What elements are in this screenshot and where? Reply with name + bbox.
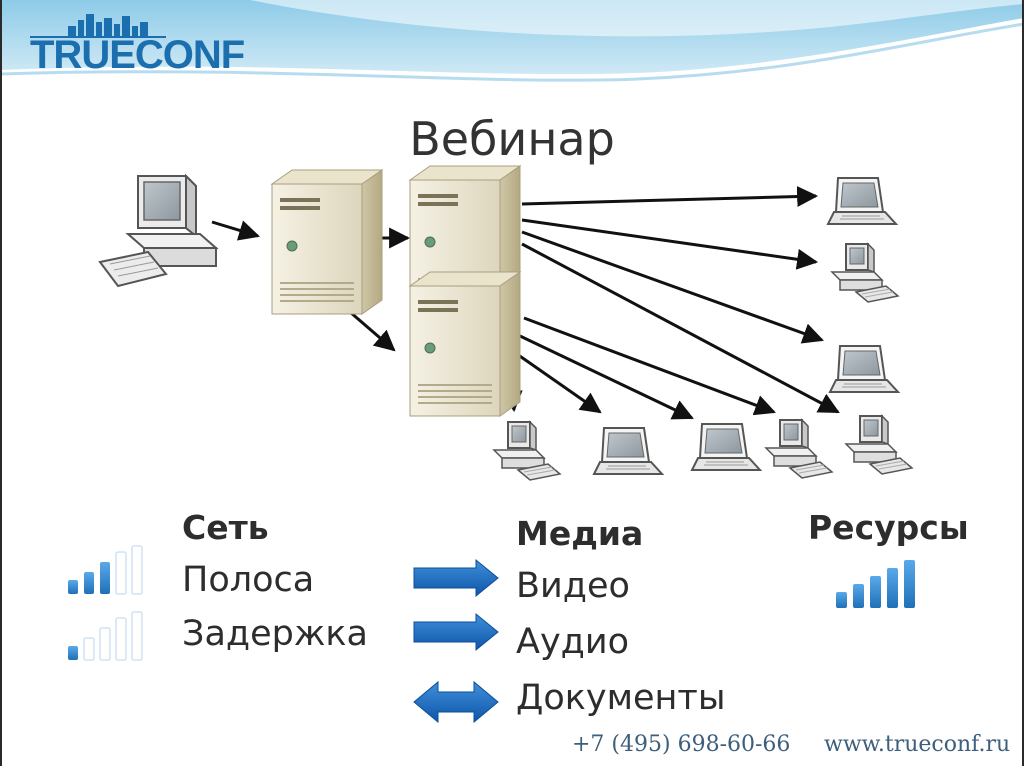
connection-arrow	[350, 312, 394, 350]
server-icon	[272, 170, 382, 314]
network-item-latency: Задержка	[182, 614, 368, 654]
arrow-both-icon	[414, 682, 498, 722]
brand-logo: TRUECONF	[30, 33, 244, 78]
connection-arrow	[514, 352, 600, 412]
media-item-audio: Аудио	[516, 622, 629, 662]
laptop-icon	[828, 178, 896, 224]
media-header: Медиа	[516, 514, 643, 553]
network-item-bandwidth: Полоса	[182, 560, 314, 600]
resources-signal-icon	[836, 560, 915, 608]
arrow-right-icon	[414, 614, 498, 650]
connection-arrow	[522, 220, 816, 262]
media-item-documents: Документы	[516, 678, 725, 718]
connection-arrow	[522, 196, 816, 204]
laptop-icon	[594, 428, 662, 474]
server-icon	[410, 272, 520, 416]
media-item-video: Видео	[516, 566, 630, 606]
workstation-icon	[832, 244, 898, 302]
page-title: Вебинар	[0, 112, 1024, 166]
network-latency-signal-icon	[68, 612, 142, 660]
source-workstation-icon	[100, 176, 216, 286]
arrow-right-icon	[414, 560, 498, 596]
network-bandwidth-signal-icon	[68, 546, 142, 594]
resources-header: Ресурсы	[808, 508, 969, 547]
workstation-icon	[494, 422, 560, 480]
footer-phone: +7 (495) 698-60-66	[572, 732, 790, 757]
connection-arrow	[212, 222, 258, 236]
laptop-icon	[692, 424, 760, 470]
laptop-icon	[830, 346, 898, 392]
workstation-icon	[846, 416, 912, 474]
footer-website: www.trueconf.ru	[824, 732, 1010, 757]
workstation-icon	[766, 420, 832, 478]
network-header: Сеть	[182, 508, 269, 547]
